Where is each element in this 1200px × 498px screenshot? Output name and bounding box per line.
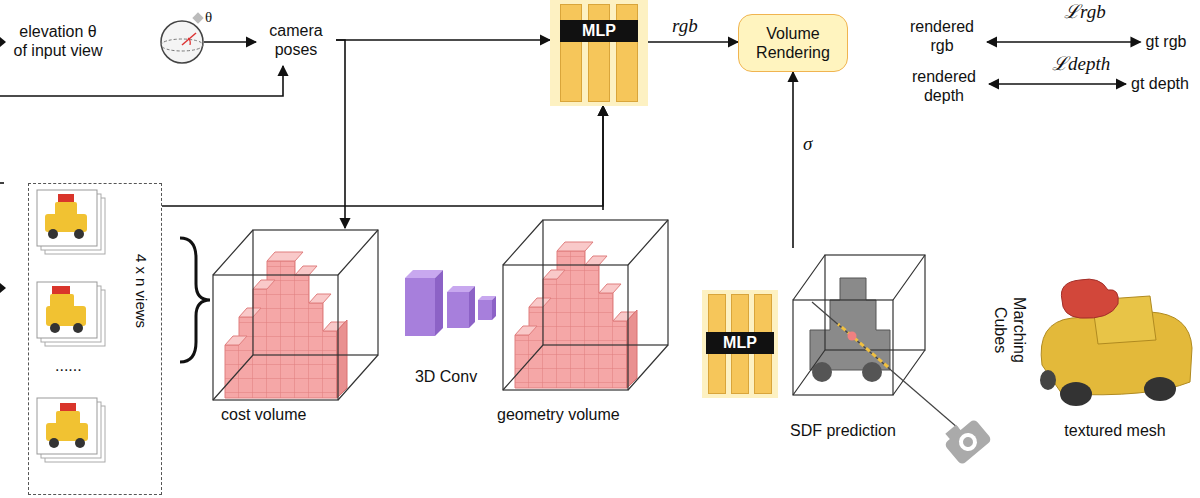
- connector: [602, 106, 604, 210]
- conv-figure: 3D Conv: [398, 262, 494, 388]
- angle-symbol: θ: [205, 8, 212, 26]
- connector: [987, 41, 1141, 43]
- output-label: rendered depth: [899, 64, 989, 109]
- mlp-layer: [616, 4, 638, 102]
- node-text: MLP: [582, 21, 616, 40]
- node-text: Volume Rendering: [743, 24, 843, 62]
- mlp-block: MLP: [702, 290, 778, 398]
- node-text: rendered rgb: [902, 17, 982, 55]
- geometry-volume-cube: [503, 220, 668, 390]
- bracket: [180, 238, 210, 362]
- input-label: elevation θ of input view: [4, 18, 204, 64]
- edge-label: rgb: [670, 16, 700, 37]
- node-text: rendered depth: [904, 67, 984, 105]
- mesh-figure: textured mesh: [1034, 270, 1196, 442]
- sdf-figure: SDF prediction: [790, 248, 925, 442]
- output-label: rendered rgb: [897, 14, 987, 59]
- connector: [336, 40, 345, 228]
- node-caption: textured mesh: [1064, 421, 1165, 440]
- camera-icon: [939, 413, 992, 466]
- node-caption: cost volume: [221, 405, 306, 424]
- volume-figure: geometry volume: [497, 210, 673, 426]
- node-text: elevation θ of input view: [12, 22, 104, 60]
- node-text: gt rgb: [1146, 32, 1187, 51]
- connector: [204, 41, 256, 43]
- process-box: Volume Rendering: [738, 14, 848, 72]
- node-text: 4 x n views: [132, 254, 150, 328]
- edge-label: σ: [801, 134, 814, 155]
- cost-volume-cube: [213, 230, 378, 400]
- connector: [792, 72, 794, 248]
- view-images: [37, 190, 105, 462]
- node-caption: 3D Conv: [415, 367, 477, 386]
- edge-label: ℒdepth: [1050, 54, 1112, 75]
- text-node: camera poses: [256, 18, 336, 63]
- node-text: MLP: [723, 333, 757, 352]
- sdf-cube: [793, 255, 958, 428]
- conv-blocks: [405, 270, 496, 336]
- mlp-block: MLP: [550, 0, 648, 106]
- ellipsis: ......: [55, 356, 82, 375]
- connector: [648, 41, 738, 43]
- node-caption: geometry volume: [497, 405, 620, 424]
- views-group: 4 x n views: [28, 183, 162, 495]
- volume-figure: cost volume: [213, 228, 381, 426]
- mlp-layer: [560, 4, 582, 102]
- connector: [989, 83, 1126, 85]
- mlp-layer: [588, 4, 610, 102]
- target-label: gt rgb: [1141, 29, 1192, 55]
- node-text: camera poses: [261, 21, 331, 59]
- process-label: Marching Cubes: [991, 294, 1029, 366]
- edge-label: ℒrgb: [1062, 2, 1108, 23]
- node-text: gt depth: [1131, 74, 1189, 93]
- sphere-icon: [161, 12, 204, 63]
- mlp-band: MLP: [706, 332, 774, 354]
- connector: [162, 106, 603, 206]
- target-label: gt depth: [1126, 71, 1194, 97]
- connector: [336, 39, 550, 41]
- node-caption: SDF prediction: [790, 421, 896, 440]
- mlp-band: MLP: [560, 20, 638, 42]
- textured-mesh: [1040, 279, 1192, 406]
